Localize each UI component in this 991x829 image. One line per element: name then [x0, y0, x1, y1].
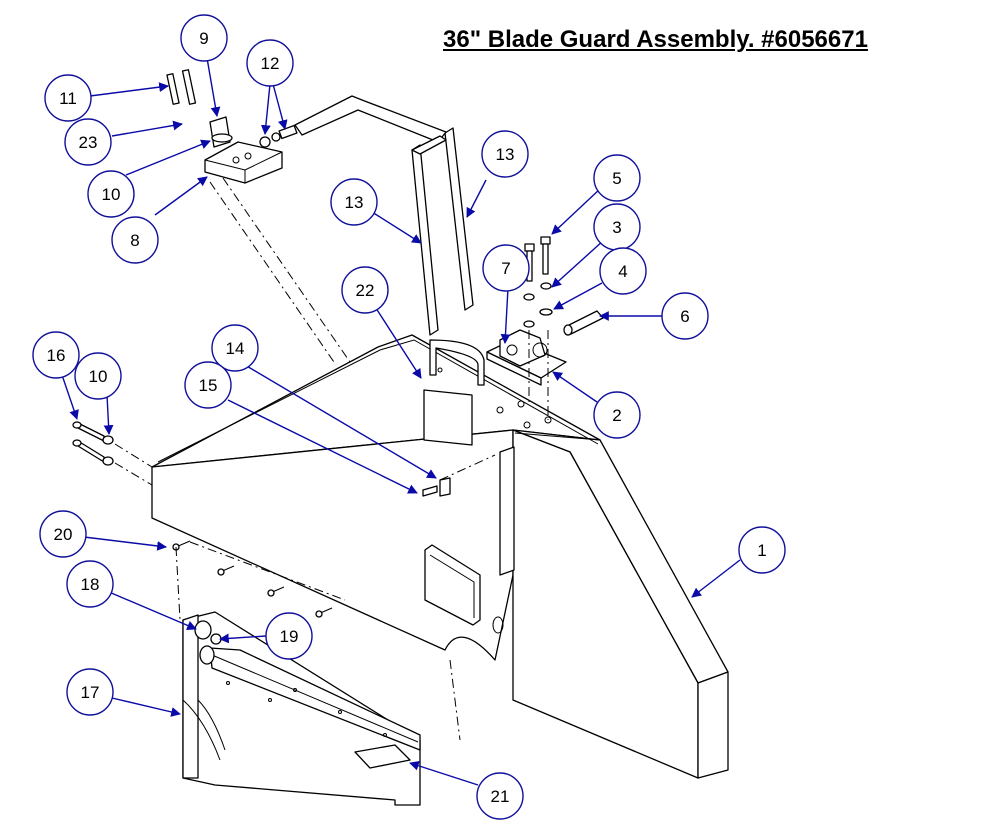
callout-17: 17 — [66, 668, 114, 716]
svg-text:10: 10 — [102, 185, 121, 204]
svg-text:9: 9 — [199, 29, 208, 48]
svg-text:13: 13 — [345, 193, 364, 212]
callout-20: 20 — [39, 510, 87, 558]
callout-10-left: 10 — [74, 352, 122, 400]
hinge-hardware — [523, 236, 553, 328]
svg-text:23: 23 — [79, 133, 98, 152]
callout-8: 8 — [111, 216, 159, 264]
assembly-lines — [114, 177, 549, 741]
clip-screw — [422, 485, 438, 497]
callout-4: 4 — [599, 247, 647, 295]
svg-text:3: 3 — [612, 218, 621, 237]
callout-18: 18 — [66, 560, 114, 608]
svg-text:11: 11 — [59, 89, 77, 108]
lift-rods — [294, 95, 474, 336]
callout-14: 14 — [211, 324, 259, 372]
callout-6: 6 — [661, 292, 709, 340]
callout-13-left: 13 — [330, 178, 378, 226]
callout-22: 22 — [341, 266, 389, 314]
callout-3: 3 — [593, 203, 641, 251]
svg-text:7: 7 — [501, 259, 510, 278]
callout-2: 2 — [593, 391, 641, 439]
top-handle — [429, 339, 485, 386]
mount-block — [166, 69, 298, 184]
callout-9: 9 — [180, 14, 228, 62]
callouts: 1 2 3 4 5 6 7 8 9 10 10 11 12 13 13 14 1… — [32, 14, 786, 820]
svg-text:19: 19 — [280, 627, 299, 646]
callout-10-top: 10 — [87, 170, 135, 218]
callout-23: 23 — [64, 118, 112, 166]
callout-7: 7 — [482, 244, 530, 292]
svg-text:15: 15 — [199, 376, 218, 395]
callout-1: 1 — [738, 526, 786, 574]
svg-text:17: 17 — [81, 683, 100, 702]
svg-text:5: 5 — [612, 169, 621, 188]
svg-text:20: 20 — [54, 525, 73, 544]
svg-text:4: 4 — [618, 262, 627, 281]
svg-text:10: 10 — [89, 367, 108, 386]
callout-21: 21 — [476, 772, 524, 820]
svg-text:12: 12 — [261, 54, 280, 73]
svg-text:1: 1 — [757, 541, 766, 560]
svg-text:6: 6 — [680, 307, 689, 326]
callout-5: 5 — [593, 154, 641, 202]
hinge-bracket — [486, 329, 567, 386]
side-bolts — [72, 421, 114, 466]
svg-text:8: 8 — [130, 231, 139, 250]
svg-text:21: 21 — [491, 787, 510, 806]
label-plate — [423, 389, 473, 446]
callout-19: 19 — [265, 612, 313, 660]
svg-text:13: 13 — [496, 145, 515, 164]
svg-text:22: 22 — [356, 281, 375, 300]
callout-12: 12 — [246, 39, 294, 87]
callout-15: 15 — [184, 361, 232, 409]
svg-text:14: 14 — [226, 339, 245, 358]
svg-text:16: 16 — [47, 346, 66, 365]
diagram-title: 36" Blade Guard Assembly. #6056671 — [443, 26, 868, 53]
callout-leaders — [61, 57, 741, 786]
svg-text:18: 18 — [81, 575, 100, 594]
skirt-flap — [182, 611, 421, 806]
front-screws — [172, 540, 333, 618]
callout-11: 11 — [44, 74, 92, 122]
guard-body — [151, 334, 729, 779]
svg-text:2: 2 — [612, 406, 621, 425]
callout-16: 16 — [32, 331, 80, 379]
callout-13-right: 13 — [481, 130, 529, 178]
